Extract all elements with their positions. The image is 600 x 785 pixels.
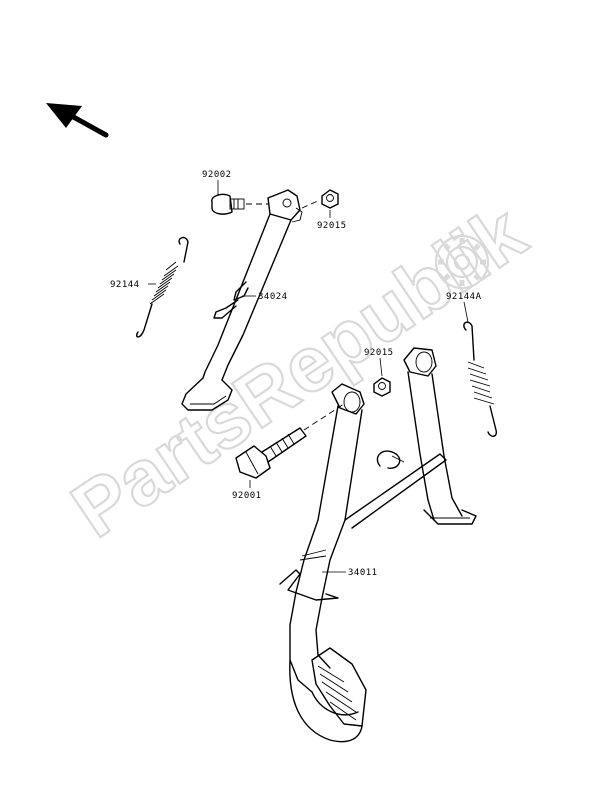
label-92144: 92144 <box>110 280 140 290</box>
spring-92144 <box>135 236 189 338</box>
label-34024: 34024 <box>258 292 288 302</box>
watermark-text: PartsRepublik <box>56 188 541 555</box>
nut-92015-lower <box>373 377 391 397</box>
nut-92015-upper <box>301 189 339 209</box>
watermark: PartsRepublik <box>55 186 542 555</box>
bolt-92002 <box>211 193 268 215</box>
bolt-92001 <box>235 403 345 479</box>
label-92001: 92001 <box>232 491 262 501</box>
watermark-gear-icon <box>434 234 490 290</box>
label-92002: 92002 <box>202 170 232 180</box>
label-34011: 34011 <box>348 568 378 578</box>
side-stand <box>181 189 303 411</box>
main-stand <box>279 347 477 743</box>
label-92015-upper: 92015 <box>317 221 347 231</box>
leader-lines <box>148 180 469 573</box>
part-labels: 92002 92015 92144 34024 92144A 92015 920… <box>110 170 482 578</box>
label-92144A: 92144A <box>446 292 482 302</box>
spring-92144A <box>463 321 498 437</box>
label-92015-lower: 92015 <box>364 348 394 358</box>
arrow-up-left-icon <box>46 103 109 138</box>
